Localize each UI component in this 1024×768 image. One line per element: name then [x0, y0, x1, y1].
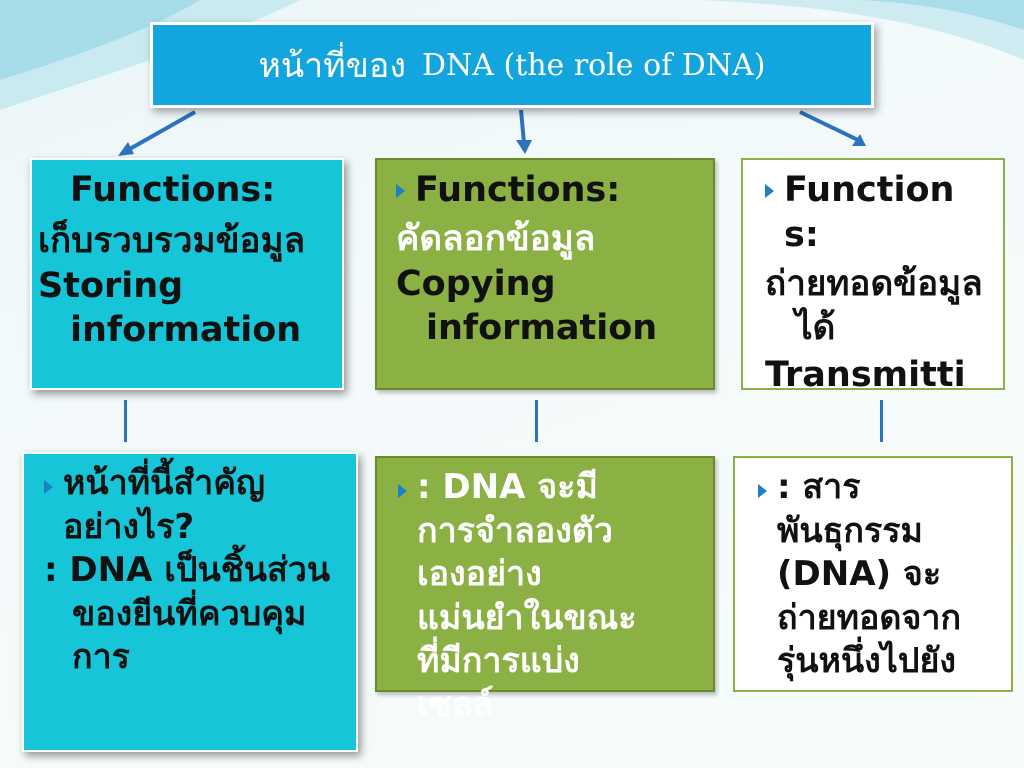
bullet-icon	[765, 184, 774, 198]
bullet-icon	[44, 480, 53, 494]
connector-middle	[535, 400, 538, 442]
box-replication-answer: : DNA จะมีการจำลองตัวเองอย่างแม่นยำในขณะ…	[417, 467, 637, 725]
box-storing-english: Storing information	[38, 265, 302, 351]
box-copying-heading-row: Functions:	[396, 168, 712, 213]
bullet-icon	[758, 484, 767, 498]
box-inheritance-answer: : สารพันธุกรรม (DNA) จะถ่ายทอดจากรุ่นหนึ…	[777, 467, 962, 682]
box-storing-text: Functions: เก็บรวบรวมข้อมูล Storing info…	[38, 168, 338, 353]
box-copying	[375, 158, 715, 390]
arrow-middle	[519, 109, 526, 144]
box-storing-heading: Functions:	[70, 170, 276, 210]
box-copying-thai: คัดลอกข้อมูล	[396, 218, 596, 259]
box-inheritance	[733, 456, 1013, 692]
box-storing	[30, 158, 344, 390]
box-copying-heading: Functions:	[415, 170, 621, 210]
title-english: DNA (the role of DNA)	[421, 47, 766, 83]
box-transmitting-heading-row: Functions:	[765, 168, 987, 258]
box-replication	[375, 456, 715, 692]
box-replication-row: : DNA จะมีการจำลองตัวเองอย่างแม่นยำในขณะ…	[398, 466, 698, 727]
box-transmitting-heading: Functions:	[784, 170, 955, 255]
box-transmitting-english: Transmitti	[765, 355, 966, 396]
box-importance-answer: : DNA เป็นชิ้นส่วนของยีนที่ควบคุมการ	[44, 550, 331, 678]
box-inheritance-text: : สารพันธุกรรม (DNA) จะถ่ายทอดจากรุ่นหนึ…	[758, 466, 998, 684]
box-inheritance-row: : สารพันธุกรรม (DNA) จะถ่ายทอดจากรุ่นหนึ…	[758, 466, 998, 684]
arrowhead-left	[118, 142, 134, 156]
box-importance-text: หน้าที่นี้สำคัญอย่างไร? : DNA เป็นชิ้นส่…	[44, 462, 348, 680]
box-importance-question: หน้าที่นี้สำคัญอย่างไร?	[63, 463, 265, 547]
connector-left	[124, 400, 127, 442]
box-storing-thai: เก็บรวบรวมข้อมูล	[38, 220, 306, 261]
arrowhead-right	[852, 134, 866, 146]
title-thai: หน้าที่ของ	[258, 46, 406, 86]
bullet-icon	[398, 484, 407, 498]
box-replication-text: : DNA จะมีการจำลองตัวเองอย่างแม่นยำในขณะ…	[398, 466, 698, 727]
arrow-left	[127, 110, 196, 152]
box-copying-text: Functions: คัดลอกข้อมูล Copying informat…	[396, 168, 712, 351]
box-importance	[22, 452, 358, 752]
box-copying-english: Copying information	[396, 263, 658, 349]
arrowhead-middle	[516, 140, 532, 154]
title-box: หน้าที่ของ DNA (the role of DNA)	[150, 22, 874, 108]
connector-right	[880, 400, 883, 442]
box-transmitting	[741, 158, 1005, 390]
box-transmitting-text: Functions: ถ่ายทอดข้อมูลได้ Transmitti	[765, 168, 987, 398]
box-importance-question-row: หน้าที่นี้สำคัญอย่างไร?	[44, 462, 348, 549]
box-transmitting-thai: ถ่ายทอดข้อมูลได้	[765, 263, 983, 349]
arrow-right	[799, 110, 859, 142]
bullet-icon	[396, 184, 405, 198]
